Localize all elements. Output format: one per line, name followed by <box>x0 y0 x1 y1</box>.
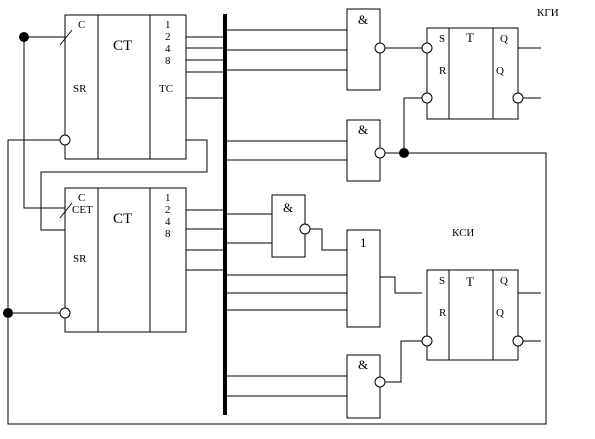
counter-top-clock-label: C <box>78 19 85 31</box>
counter-bottom-title: СТ <box>113 211 132 227</box>
counter-top-reset-label: SR <box>73 83 87 95</box>
and-gate-4: & <box>346 354 386 419</box>
flipflop-top-reset-label: R <box>439 65 447 77</box>
flipflop-bottom: КСИ S R Т Q Q <box>421 227 541 361</box>
counter-bottom-output-2: 2 <box>165 204 171 216</box>
counter-top-reset-inverter <box>59 134 71 146</box>
and-gate-1: & <box>346 8 386 91</box>
counter-output-wires <box>186 36 225 271</box>
counter-top-output-8: 8 <box>165 55 171 67</box>
flipflop-top-title: Т <box>466 30 474 45</box>
and-gate-3: & <box>271 194 311 258</box>
flipflop-bottom-reset-inverter <box>421 335 433 347</box>
counter-bottom-output-8: 8 <box>165 228 171 240</box>
counter-bottom-output-1: 1 <box>165 192 171 204</box>
counter-top: C СТ SR 1 2 4 8 ТС <box>59 14 187 160</box>
flipflop-bottom-set-label: S <box>439 275 445 287</box>
counter-top-output-1: 1 <box>165 19 171 31</box>
counter-bottom-reset-inverter <box>59 307 71 319</box>
flipflop-bottom-q-label: Q <box>500 275 508 287</box>
counter-top-body <box>64 14 187 160</box>
counter-top-carry-label: ТС <box>159 83 173 95</box>
counter-bottom-enable-label: СЕТ <box>72 204 93 216</box>
flipflop-top: КГИ S R Т Q Q <box>421 7 559 120</box>
flipflop-top-set-label: S <box>439 33 445 45</box>
or-gate-symbol: 1 <box>360 235 367 250</box>
flipflop-bottom-body <box>426 269 519 361</box>
flipflop-bottom-q-inv-label: Q <box>496 307 504 319</box>
counter-bottom-output-4: 4 <box>165 216 171 228</box>
counter-bottom-reset-label: SR <box>73 253 87 265</box>
counter-top-output-4: 4 <box>165 43 171 55</box>
counter-wiring <box>3 32 547 425</box>
counter-top-title: СТ <box>113 38 132 54</box>
counter-bottom-clock-label: C <box>78 192 85 204</box>
and-gate-2: & <box>346 119 386 182</box>
flipflop-bottom-qinv-inverter <box>512 335 524 347</box>
and-gate-3-symbol: & <box>283 200 293 215</box>
flipflop-top-set-inverter <box>421 42 433 54</box>
and-gate-1-symbol: & <box>358 12 368 27</box>
and-gate-1-inverter <box>374 42 386 54</box>
flipflop-bottom-title: Т <box>466 274 474 289</box>
gate-interconnects <box>310 47 422 383</box>
flipflop-bottom-group-label: КСИ <box>452 227 474 239</box>
and-gate-3-inverter <box>299 223 311 235</box>
flipflop-top-q-inv-label: Q <box>496 65 504 77</box>
counter-top-output-2: 2 <box>165 31 171 43</box>
gate-input-wires <box>225 29 347 397</box>
flipflop-top-group-label: КГИ <box>537 7 559 19</box>
and-gate-4-inverter <box>374 376 386 388</box>
and-gate-4-symbol: & <box>358 357 368 372</box>
flipflop-top-reset-inverter <box>421 92 433 104</box>
flipflop-top-q-label: Q <box>500 33 508 45</box>
flipflop-bottom-reset-label: R <box>439 307 447 319</box>
and-gate-2-inverter <box>374 147 386 159</box>
flipflop-top-body <box>426 27 519 120</box>
counter-bottom: C СЕТ СТ SR 1 2 4 8 <box>59 187 187 333</box>
or-gate: 1 <box>346 229 381 328</box>
flipflop-top-qinv-inverter <box>512 92 524 104</box>
and-gate-2-symbol: & <box>358 122 368 137</box>
counter-bottom-body <box>64 187 187 333</box>
